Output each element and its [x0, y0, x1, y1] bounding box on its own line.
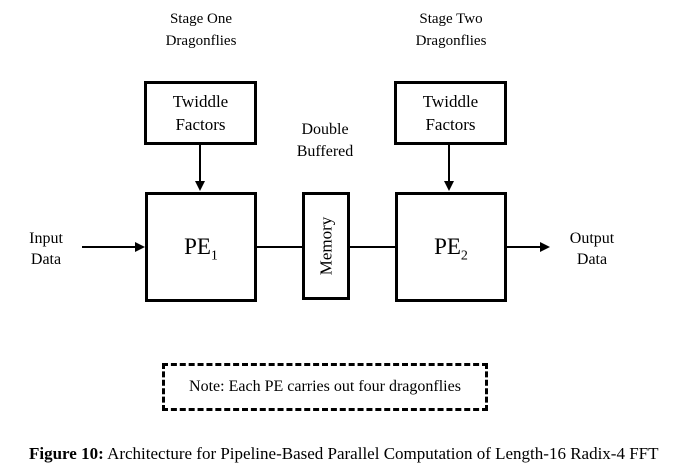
pe2-box: PE2	[395, 192, 507, 302]
pe1-to-memory-connector-line	[257, 246, 302, 248]
twiddle1-to-pe1-arrow-line	[199, 145, 201, 182]
figure-caption: Figure 10: Architecture for Pipeline-Bas…	[0, 443, 687, 465]
twiddle2-to-pe2-arrow-line	[448, 145, 450, 182]
twiddle2-to-pe2-arrowhead-icon	[444, 181, 454, 191]
output-data-label: Output Data	[560, 228, 624, 270]
output-arrowhead-icon	[540, 242, 550, 252]
stage-one-heading-line1: Stage One	[169, 11, 233, 27]
input-arrowhead-icon	[135, 242, 145, 252]
double-buffered-label: Double Buffered	[275, 119, 375, 163]
twiddle-factors-2-line2: Factors	[425, 115, 476, 134]
twiddle-factors-box-1: Twiddle Factors	[144, 81, 257, 145]
stage-one-heading-line2: Dragonflies	[165, 33, 237, 49]
pe2-label: PE2	[434, 234, 468, 263]
twiddle-factors-1-line2: Factors	[175, 115, 226, 134]
memory-label: Memory	[316, 216, 336, 276]
twiddle-factors-label-1: Twiddle Factors	[173, 90, 228, 136]
pe1-label-base: PE	[184, 234, 211, 259]
stage-one-heading: Stage One Dragonflies	[131, 8, 271, 52]
stage-two-heading-line2: Dragonflies	[415, 33, 487, 49]
pe1-label-subscript: 1	[210, 248, 218, 264]
figure-caption-label: Figure 10:	[29, 444, 104, 463]
input-arrow-line	[82, 246, 136, 248]
double-buffered-line1: Double	[301, 121, 349, 138]
double-buffered-line2: Buffered	[296, 143, 354, 160]
memory-box: Memory	[302, 192, 350, 300]
input-data-label: Input Data	[14, 228, 78, 270]
twiddle-factors-1-line1: Twiddle	[172, 92, 229, 111]
note-box: Note: Each PE carries out four dragonfli…	[162, 363, 488, 411]
stage-two-heading: Stage Two Dragonflies	[381, 8, 521, 52]
pe2-label-subscript: 2	[460, 248, 468, 264]
note-text: Note: Each PE carries out four dragonfli…	[189, 378, 461, 395]
twiddle-factors-2-line1: Twiddle	[422, 92, 479, 111]
pe1-label: PE1	[184, 234, 218, 263]
twiddle-factors-box-2: Twiddle Factors	[394, 81, 507, 145]
memory-to-pe2-connector-line	[350, 246, 395, 248]
input-data-line1: Input	[29, 230, 63, 247]
twiddle1-to-pe1-arrowhead-icon	[195, 181, 205, 191]
figure-caption-text: Architecture for Pipeline-Based Parallel…	[103, 444, 659, 463]
stage-two-heading-line1: Stage Two	[419, 11, 483, 27]
twiddle-factors-label-2: Twiddle Factors	[423, 90, 478, 136]
output-data-line1: Output	[569, 230, 615, 247]
pe2-label-base: PE	[434, 234, 461, 259]
output-arrow-line	[507, 246, 541, 248]
input-data-line2: Data	[30, 251, 62, 268]
pe1-box: PE1	[145, 192, 257, 302]
output-data-line2: Data	[576, 251, 608, 268]
